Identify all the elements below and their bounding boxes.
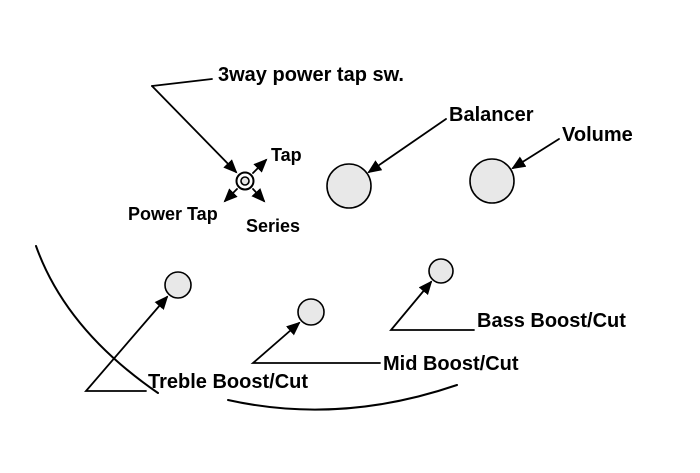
mid-label: Mid Boost/Cut [383,353,519,375]
tap-label: Tap [271,145,302,165]
body-outline-left-curve [35,245,159,394]
volume-pointer-arrow [511,138,560,170]
balancer-knob [326,163,372,209]
balancer-label: Balancer [449,104,534,126]
treble-pointer-arrow [84,295,169,392]
power-tap-label: Power Tap [128,204,218,224]
volume-knob [469,158,515,204]
bass-label: Bass Boost/Cut [477,310,626,332]
switch-pointer-arrow [151,85,238,174]
power-tap-switch-tip [240,176,250,186]
treble-label: Treble Boost/Cut [148,371,309,393]
switch-callout-line [151,78,213,87]
switch-label: 3way power tap sw. [218,64,404,86]
balancer-pointer-arrow [367,118,447,174]
series-direction-arrow [251,188,266,203]
mid-knob [297,298,325,326]
treble-knob [164,271,192,299]
bass-pointer-arrow [389,280,475,331]
tap-direction-arrow [252,158,268,174]
power-tap-direction-arrow [223,188,238,203]
volume-label: Volume [562,124,633,146]
bass-knob [428,258,454,284]
mid-pointer-arrow [250,321,381,364]
series-label: Series [246,216,301,236]
body-outline-bottom-curve [227,384,458,411]
